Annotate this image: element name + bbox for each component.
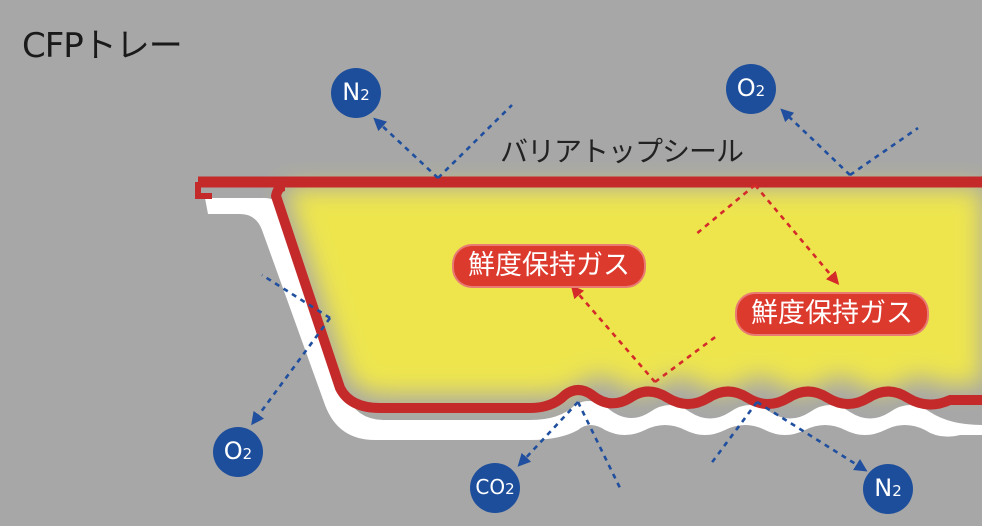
molecule-co2: CO2 xyxy=(470,463,520,513)
gas-glow xyxy=(285,188,982,395)
molecule-o2-side: O2 xyxy=(213,427,263,477)
arrow-co2 xyxy=(517,401,579,467)
arrow-o2-top-in xyxy=(849,126,919,177)
arrow-gas-down xyxy=(754,184,840,285)
arrow-o2-side-in xyxy=(261,273,331,320)
gas-label-2: 鮮度保持ガス xyxy=(735,292,929,336)
arrow-o2-top xyxy=(780,108,851,176)
seal-label: バリアトップシール xyxy=(500,135,744,168)
arrow-n2-out xyxy=(373,117,439,179)
arrow-gas-up xyxy=(570,285,656,383)
gas-label-1: 鮮度保持ガス xyxy=(452,244,646,288)
tray-wall xyxy=(271,181,982,413)
molecule-o2-top: O2 xyxy=(726,64,776,114)
arrow-n2-out-in xyxy=(437,104,513,179)
arrow-n2-bottom-in xyxy=(708,401,759,466)
diagram-title: CFPトレー xyxy=(22,26,183,66)
arrow-n2-bottom xyxy=(756,400,868,472)
arrow-o2-side xyxy=(251,317,332,426)
arrow-gas-down-line xyxy=(694,184,756,236)
molecule-n2-top: N2 xyxy=(331,68,381,118)
molecule-n2-bottom: N2 xyxy=(863,464,913,514)
arrow-gas-up-line xyxy=(654,333,719,384)
seal-lip xyxy=(195,182,212,199)
